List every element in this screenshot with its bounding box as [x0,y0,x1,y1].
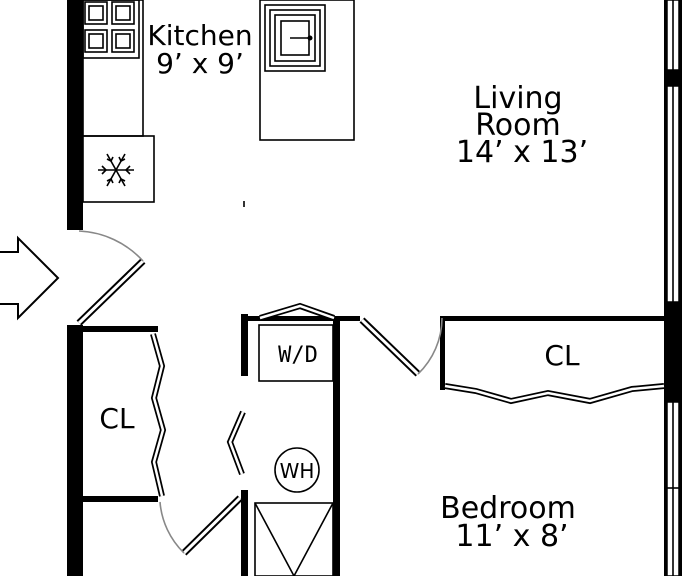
bedroom-name: Bedroom [440,491,576,526]
closet-bottom-wall [83,496,158,502]
living-name-line2: Room [475,108,560,143]
living-size: 14’ x 13’ [456,135,588,170]
entry-arrow-icon [0,235,60,321]
utility-closet [254,502,334,576]
windows [666,0,680,576]
window-mullion-1 [664,70,682,86]
water-heater-label: WH [280,459,315,483]
bedroom-size: 11’ x 8’ [455,519,568,554]
washer-dryer [258,324,334,382]
kitchen-size: 9’ x 9’ [156,47,244,80]
laundry-bifold[interactable] [226,410,246,476]
closet-left-label: CL [99,402,135,435]
kitchen-name: Kitchen [147,19,252,52]
bedroom-closet-left-wall [440,316,445,390]
laundry-right-wall [333,316,340,576]
room-labels: Kitchen 9’ x 9’ Living Room 14’ x 13’ Be… [99,19,588,554]
closet-right-label: CL [544,339,580,372]
left-wall-upper [67,0,83,230]
hall-wall-lower [241,490,248,576]
hall-wall-upper [241,314,248,376]
living-name-line1: Living [473,81,562,116]
bedroom-closet-top-wall [440,316,664,321]
left-wall-lower [67,325,83,576]
laundry-top-wall [248,316,360,321]
stove-icon [82,0,140,59]
snowflake-icon [98,153,134,187]
hall-door-swing [159,501,185,554]
utility-closet-x [254,502,334,576]
window-mullion-2 [664,390,682,402]
water-heater [274,447,320,493]
bedroom-door-swing [417,317,443,375]
utility-fixtures [254,324,334,576]
doors [76,230,665,556]
closet-top-wall [83,326,158,332]
fridge [82,135,155,203]
sink-icon [264,4,326,72]
kitchen-island [259,0,355,141]
washer-dryer-label: W/D [278,343,318,368]
entry-door-swing [78,230,144,262]
kitchen-fixtures [82,0,355,207]
